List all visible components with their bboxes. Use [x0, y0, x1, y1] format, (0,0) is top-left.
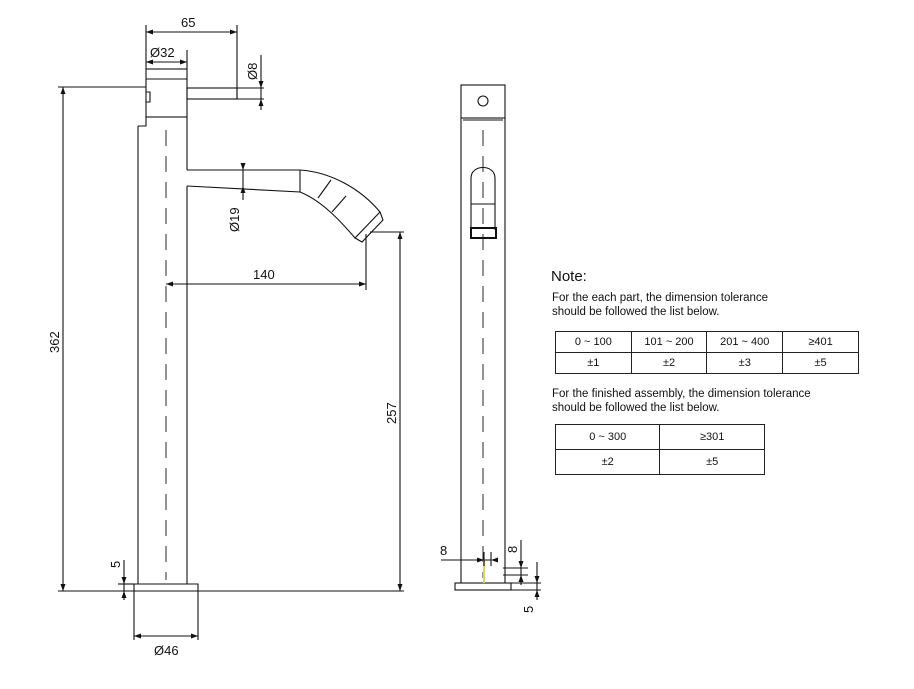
handle-cap: [145, 68, 188, 118]
side-base: [454, 582, 512, 591]
part-tolerance-table: 0 ~ 100 101 ~ 200 201 ~ 400 ≥401 ±1 ±2 ±…: [555, 331, 859, 374]
dim-362: 362: [47, 331, 62, 353]
dim-65: 65: [181, 15, 195, 30]
dim-dia-19: Ø19: [227, 207, 242, 232]
table-row: ±2 ±5: [554, 449, 765, 475]
range-cell: 0 ~ 300: [554, 424, 661, 450]
assembly-tolerance-text: For the finished assembly, the dimension…: [552, 387, 811, 415]
side-aerator: [470, 227, 497, 239]
range-cell: ≥301: [659, 424, 765, 450]
dim-dia-32: Ø32: [150, 45, 175, 60]
note-title: Note:: [551, 268, 587, 285]
spout: [186, 169, 381, 239]
assembly-tolerance-line-2: should be followed the list below.: [552, 402, 720, 414]
base-plate: [133, 583, 199, 592]
side-view: [454, 84, 512, 591]
front-view: [133, 68, 384, 640]
tolerance-cell: ±2: [630, 352, 708, 374]
tolerance-cell: ±5: [782, 352, 859, 374]
tolerance-cell: ±3: [706, 352, 784, 374]
dim-140: 140: [253, 267, 275, 282]
dim-5-base: 5: [108, 561, 123, 568]
lever-handle: [186, 87, 238, 100]
tolerance-cell: ±1: [555, 352, 632, 374]
range-cell: ≥401: [782, 331, 859, 353]
assembly-tolerance-table: 0 ~ 300 ≥301 ±2 ±5: [554, 424, 765, 475]
assembly-tolerance-line-1: For the finished assembly, the dimension…: [552, 388, 811, 400]
dim-side-8-right: 8: [505, 546, 520, 553]
table-row: 0 ~ 100 101 ~ 200 201 ~ 400 ≥401: [555, 331, 859, 353]
part-tolerance-line-2: should be followed the list below.: [552, 306, 720, 318]
table-row: ±1 ±2 ±3 ±5: [555, 352, 859, 374]
dim-side-5: 5: [521, 606, 536, 613]
dim-side-8-left: 8: [440, 543, 447, 558]
table-row: 0 ~ 300 ≥301: [554, 424, 765, 450]
range-cell: 0 ~ 100: [555, 331, 632, 353]
part-tolerance-text: For the each part, the dimension toleran…: [552, 291, 768, 319]
range-cell: 201 ~ 400: [706, 331, 784, 353]
range-cell: 101 ~ 200: [630, 331, 708, 353]
dim-dia-8: Ø8: [245, 63, 260, 80]
side-set-screw: [477, 95, 489, 107]
dim-dia-46: Ø46: [154, 643, 179, 658]
tolerance-cell: ±2: [554, 449, 661, 475]
part-tolerance-line-1: For the each part, the dimension toleran…: [552, 292, 769, 304]
tolerance-cell: ±5: [659, 449, 765, 475]
dim-257: 257: [384, 402, 399, 424]
side-cap: [460, 84, 506, 119]
